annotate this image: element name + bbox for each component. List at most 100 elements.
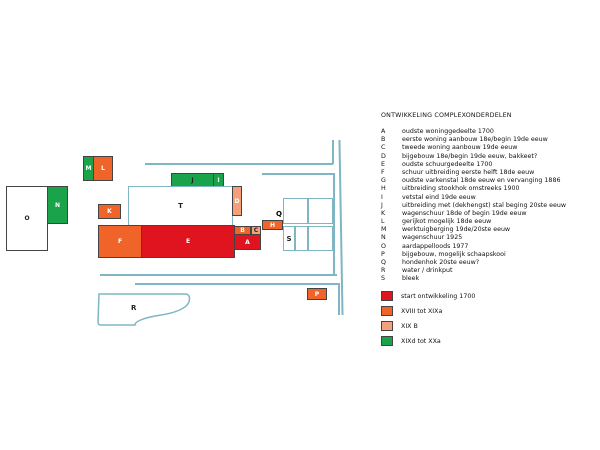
building-d: D <box>232 186 242 216</box>
legend-key: B <box>381 136 386 144</box>
legend-key: E <box>381 160 385 168</box>
legend-key: G <box>381 177 386 185</box>
legend-text: aardappelloods 1977 <box>402 242 469 250</box>
color-swatch <box>381 336 393 347</box>
legend-text: uitbreiding stookhok omstreeks 1900 <box>402 185 520 193</box>
legend-text: oudste schuurgedeelte 1700 <box>402 160 493 168</box>
legend-key: R <box>381 267 386 275</box>
legend-title: ONTWIKKELING COMPLEXONDERDELEN <box>381 112 512 119</box>
legend-text: schuur uitbreiding eerste helft 18de eeu… <box>402 168 535 176</box>
legend-text: vetstal eind 19de eeuw <box>402 193 476 201</box>
building-e: E <box>141 225 235 258</box>
legend-period: XIX B <box>381 321 566 332</box>
legend-text: tweede woning aanbouw 19de eeuw <box>402 144 518 152</box>
bleach-square <box>308 226 333 251</box>
path-line <box>145 163 333 165</box>
legend-key: J <box>381 201 383 209</box>
building-k: K <box>98 204 121 219</box>
legend-key: L <box>381 218 385 226</box>
area-t: T <box>128 186 233 226</box>
building-p: P <box>307 288 327 300</box>
path-line <box>100 274 337 276</box>
legend-text: uitbreiding met (dekhengst) stal beging … <box>402 201 567 209</box>
building-h: H <box>262 220 283 230</box>
legend-period-label: XIXd tot XXa <box>401 337 441 345</box>
building-l: L <box>93 156 113 181</box>
legend-key: O <box>381 242 386 250</box>
color-swatch <box>381 291 393 302</box>
legend-text: oudste varkenstal 18de eeuw en vervangin… <box>402 177 561 185</box>
legend-key: N <box>381 234 386 242</box>
legend-period-label: start ontwikkeling 1700 <box>401 292 476 300</box>
building-c: C <box>251 226 261 235</box>
building-n: N <box>47 186 68 224</box>
legend-text: oudste woninggedeelte 1700 <box>402 128 494 135</box>
bleach-square <box>283 198 308 224</box>
legend-key: H <box>381 185 386 193</box>
legend-period-label: XVIII tot XIXa <box>401 307 443 315</box>
bleach-square <box>308 198 333 224</box>
color-swatch <box>381 306 393 317</box>
area-s: S <box>283 226 295 251</box>
legend-key: C <box>381 144 386 152</box>
legend-key: Q <box>381 259 386 266</box>
legend-key: A <box>381 128 386 135</box>
building-o: O <box>6 186 48 251</box>
legend-key: F <box>381 168 385 176</box>
legend-text: hondenhok 20ste eeuw? <box>402 259 480 266</box>
building-i: I <box>213 173 224 187</box>
legend-key: P <box>381 250 385 258</box>
legend-text: water / drinkput <box>402 267 453 275</box>
water-r: R <box>97 293 191 326</box>
legend-period: start ontwikkeling 1700 <box>381 291 566 302</box>
legend-text: bijgebouw, mogelijk schaapskooi <box>402 250 506 258</box>
building-j: J <box>171 173 214 187</box>
building-b: B <box>234 226 251 235</box>
legend-text: wagenschuur 18de of begin 19de eeuw <box>402 209 527 217</box>
legend-text: wagenschuur 1925 <box>402 234 463 242</box>
legend-text: bijgebouw 18e/begin 19de eeuw, bakkeet? <box>402 152 538 160</box>
path-line <box>135 283 339 285</box>
label-r: R <box>131 304 137 312</box>
path-line <box>332 140 334 164</box>
legend-text: eerste woning aanbouw 18e/begin 19de eeu… <box>402 136 548 144</box>
legend-text: gerijkot mogelijk 18de eeuw <box>402 218 492 226</box>
path-line <box>262 173 334 175</box>
legend-text: werktuigberging 19de/20ste eeuw <box>402 226 511 234</box>
legend-key: D <box>381 152 386 160</box>
bleach-square <box>295 226 308 251</box>
legend-key: S <box>381 275 385 283</box>
label-q: Q <box>276 210 282 218</box>
legend-key: M <box>381 226 387 234</box>
color-swatch <box>381 321 393 332</box>
path-line <box>338 283 340 315</box>
legend-period: XIXd tot XXa <box>381 336 566 347</box>
path-line <box>333 173 335 275</box>
legend-text: bleek <box>402 275 420 283</box>
legend-key: K <box>381 209 386 217</box>
legend-period: XVIII tot XIXa <box>381 306 566 317</box>
legend-key: I <box>381 193 383 201</box>
building-f: F <box>98 225 142 258</box>
legend-period-label: XIX B <box>401 322 418 330</box>
